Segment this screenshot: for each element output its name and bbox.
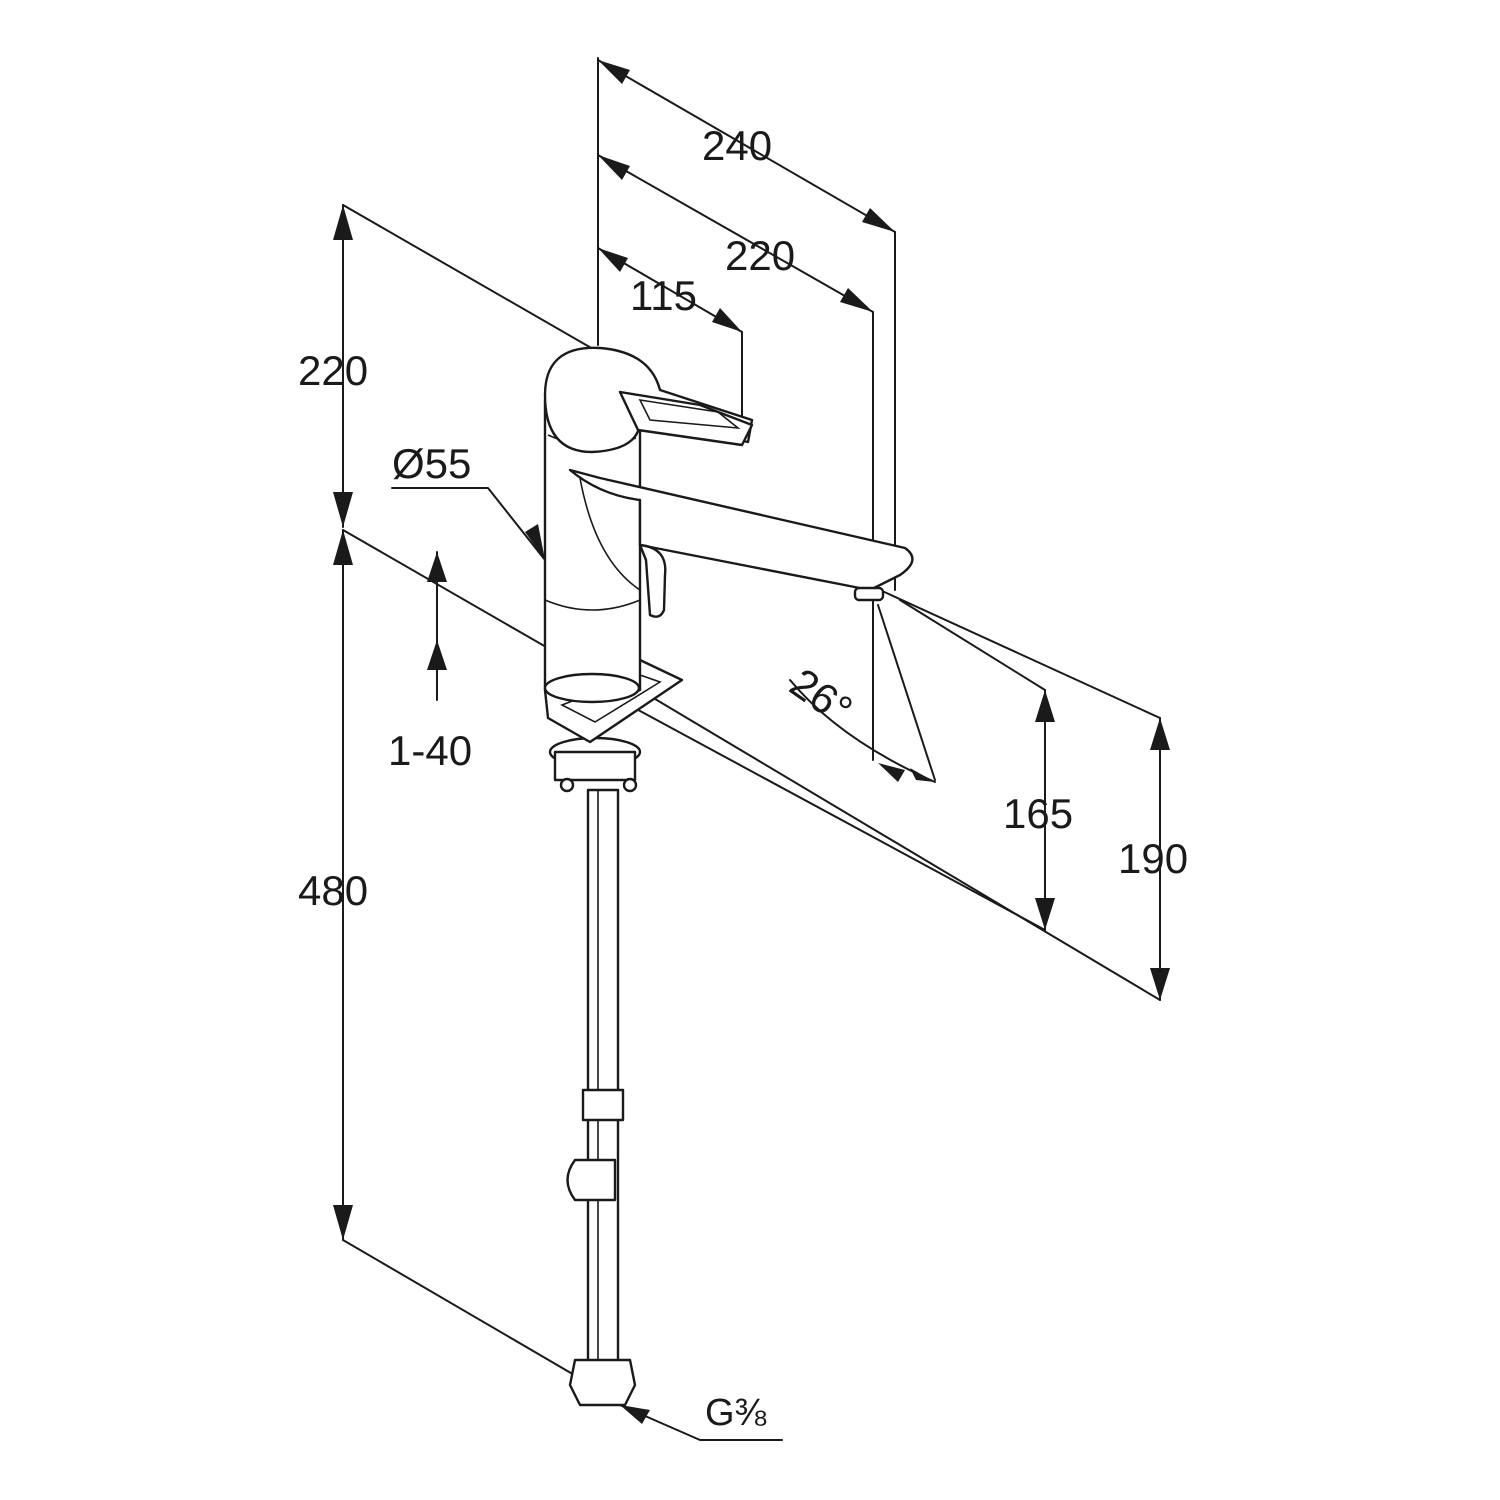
dim-220-top-label: 220 — [725, 232, 795, 279]
dim-thread-label: G⅜ — [705, 1392, 767, 1434]
dimension-labels: 240 220 115 220 Ø55 1-40 480 26° 165 190… — [298, 122, 1188, 1434]
dim-diameter-label: Ø55 — [392, 440, 471, 487]
dim-range-label: 1-40 — [388, 727, 472, 774]
dim-480-label: 480 — [298, 867, 368, 914]
spout — [568, 468, 914, 602]
faucet-body — [543, 398, 642, 704]
dim-220-left-label: 220 — [298, 347, 368, 394]
dim-190-label: 190 — [1118, 835, 1188, 882]
supply-hose — [566, 788, 637, 1407]
drain-knob — [638, 543, 667, 618]
dim-240-label: 240 — [702, 122, 772, 169]
dim-angle-label: 26° — [782, 659, 861, 734]
faucet-illustration — [543, 346, 914, 1407]
lever-handle — [543, 346, 754, 454]
dim-115-label: 115 — [630, 272, 697, 319]
dimension-arrows — [333, 60, 1170, 1424]
dim-165-label: 165 — [1003, 790, 1073, 837]
